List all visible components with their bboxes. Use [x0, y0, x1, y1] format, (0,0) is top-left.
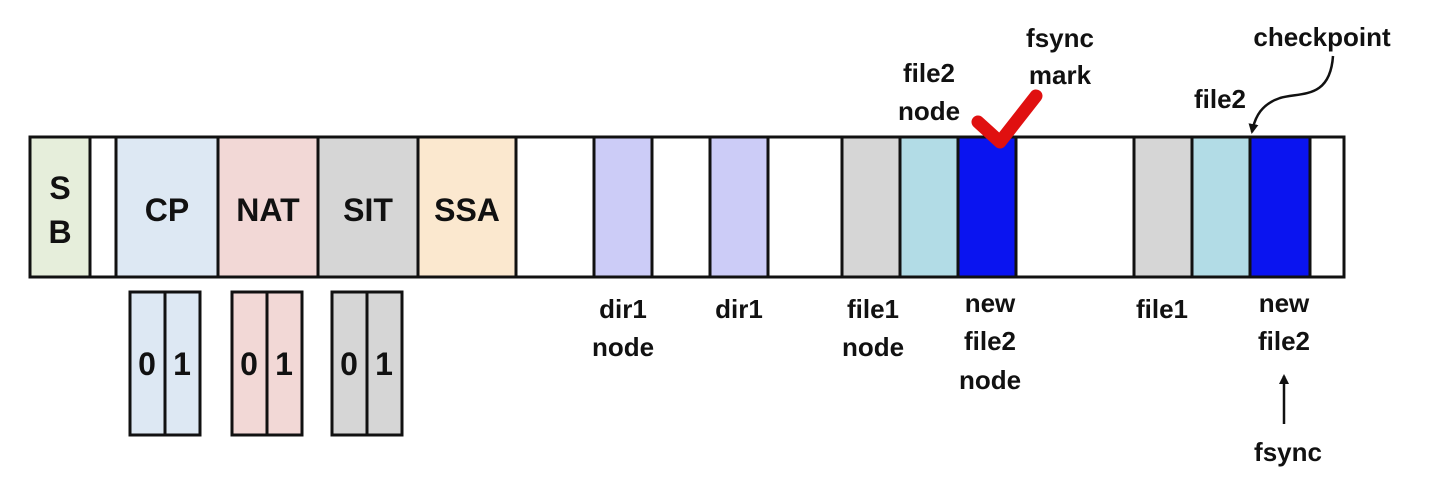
cp-copy-0-box — [128, 290, 167, 437]
dir1-label: dir1 — [715, 294, 763, 324]
fsync-mark-label-line2: mark — [1029, 60, 1092, 90]
cp-label: CP — [145, 192, 189, 228]
new-file2-label-line1: new — [1259, 288, 1310, 318]
curved-arrow-icon — [1248, 55, 1335, 134]
file2-node-top-label-line1: file2 — [903, 58, 955, 88]
file2-top-label: file2 — [1194, 84, 1246, 114]
file1-node-label-line1: file1 — [847, 294, 899, 324]
new-file2-node-label-line2: file2 — [964, 326, 1016, 356]
empty-block-4 — [1014, 135, 1136, 279]
cp-copy-0-label: 0 — [138, 346, 156, 382]
nat-copy-1-box — [265, 290, 304, 437]
new-file2-node-block — [956, 135, 1018, 279]
dir1-node-label-line1: dir1 — [599, 294, 647, 324]
gap-block-1 — [88, 135, 118, 279]
sit-copy-0-label: 0 — [340, 346, 358, 382]
ssa-label: SSA — [434, 192, 500, 228]
nat-copy-1-label: 1 — [275, 346, 293, 382]
empty-block-2 — [650, 135, 712, 279]
fsync-label: fsync — [1254, 437, 1322, 467]
file1-block — [1132, 135, 1194, 279]
file2-node-block — [898, 135, 960, 279]
nat-copy-0-box — [230, 290, 269, 437]
file1-label: file1 — [1136, 294, 1188, 324]
sit-copy-0-box — [330, 290, 369, 437]
new-file2-label-line2: file2 — [1258, 326, 1310, 356]
nat-label: NAT — [236, 192, 300, 228]
empty-block-5 — [1308, 135, 1346, 279]
sit-label: SIT — [343, 192, 393, 228]
sit-copy-1-box — [365, 290, 404, 437]
empty-block-1 — [514, 135, 596, 279]
sit-block — [316, 135, 420, 279]
sb-label-line2: B — [48, 214, 71, 250]
dir1-node-label-line2: node — [592, 332, 654, 362]
nat-copy-0-label: 0 — [240, 346, 258, 382]
file2-block — [1190, 135, 1252, 279]
sb-block — [28, 135, 92, 279]
new-file2-node-label-line1: new — [965, 288, 1016, 318]
empty-block-3 — [766, 135, 844, 279]
cp-block — [114, 135, 220, 279]
dir1-node-block — [592, 135, 654, 279]
checkpoint-label: checkpoint — [1253, 22, 1391, 52]
fsync-mark-label-line1: fsync — [1026, 23, 1094, 53]
checkmark-icon — [971, 89, 1043, 149]
file2-node-top-label-line2: node — [898, 96, 960, 126]
file1-node-label-line2: node — [842, 332, 904, 362]
file1-node-block — [840, 135, 902, 279]
new-file2-block — [1248, 135, 1312, 279]
cp-copy-1-label: 1 — [173, 346, 191, 382]
sb-label-line1: S — [49, 170, 70, 206]
dir1-block — [708, 135, 770, 279]
cp-copy-1-box — [163, 290, 202, 437]
sit-copy-1-label: 1 — [375, 346, 393, 382]
new-file2-node-label-line3: node — [959, 365, 1021, 395]
nat-block — [216, 135, 320, 279]
